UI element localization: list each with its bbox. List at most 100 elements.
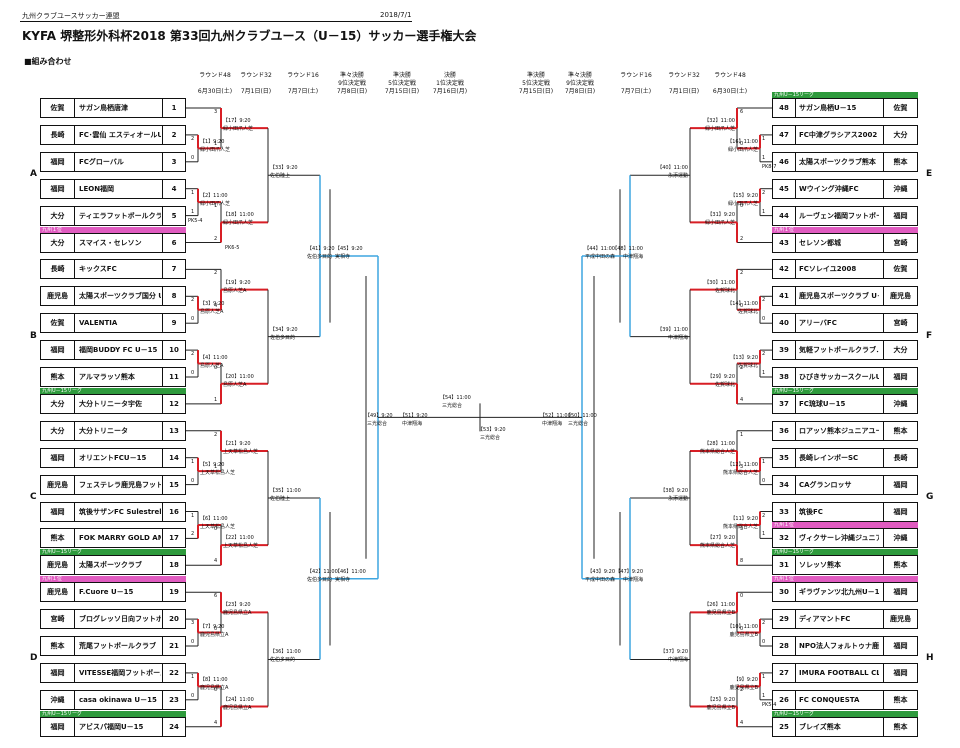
block-letter: E [926,169,933,180]
category-tag: 九州U－15リーグ [772,549,918,556]
round-sub: 9位決定戦 [338,80,366,87]
team-name: F.Cuore U－15 [79,588,134,597]
team-name: ブレイズ熊本 [799,722,841,731]
score: 6 [214,593,218,600]
score: 1 [762,154,766,161]
team-name: FCソレイユ2008 [799,265,857,274]
score: 0 [191,316,195,323]
team-name: ソレッソ熊本 [799,561,841,570]
team-name: 長崎レインボーSC [799,453,859,462]
match-venue: 永添運動 [667,173,688,180]
match-venue: 島原人芝A [200,308,224,315]
score: 2 [214,235,218,242]
block-letter: A [30,169,37,180]
team-seed: 15 [162,475,185,494]
score: 1 [191,189,195,196]
match-venue: 中津翔海 [622,576,643,583]
score: 1 [214,464,218,471]
match-venue: 緑小田爪人芝 [704,126,735,133]
match-label: 【6】11:00 [200,515,228,522]
score: 6 [740,109,744,115]
team-prefecture: 福岡 [41,448,75,467]
match-venue: 中津翔海 [402,421,423,428]
match-label: 【24】11:00 [223,696,254,703]
score: 2 [762,512,766,519]
team-name: casa okinawa U－15 [79,695,157,704]
score: 0 [740,593,744,600]
match-venue: 緑小田爪人芝 [200,201,231,208]
match-venue: 永添運動 [667,496,688,503]
team-seed: 48 [773,99,796,117]
score: 1 [762,458,766,465]
match-venue: 緑小田爪人芝 [200,147,231,154]
match-label: 【7】9:20 [200,623,225,630]
match-label: 【9】9:20 [733,677,758,684]
match-venue: 佐伯陸上 [270,173,291,180]
match-label: 【18】11:00 [223,212,254,219]
score: 8 [740,558,744,565]
team-seed: 21 [162,637,185,655]
score: 4 [740,396,744,403]
score: 2 [191,297,195,304]
team-name: 気軽フットボールクラブ．ミネルバ [799,346,879,355]
match-label: 【23】9:20 [223,602,251,609]
score: 1 [740,431,744,438]
team-name: 筑後サザンFC Sulestrela [79,507,161,516]
score: 0 [191,639,195,645]
team-row: 沖縄ヴィクサーレ沖縄ジュニアユース32 [772,528,918,549]
team-seed: 43 [773,233,796,252]
round-name: ラウンド48 [714,72,746,79]
score: 0 [191,370,195,376]
score: 0 [191,477,195,484]
team-prefecture: 沖縄 [41,690,75,709]
round-sub: 9位決定戦 [566,80,594,87]
score: 4 [740,719,744,726]
team-prefecture: 大分 [41,421,75,440]
match-label: 【5】9:20 [200,462,225,469]
match-label: 【50】11:00 [566,413,597,420]
team-seed: 5 [162,206,185,225]
score: 0 [740,625,744,632]
round-date: 6月30日(土) [197,88,233,95]
match-label: 【8】11:00 [200,677,228,684]
match-venue: 佐伯多目的 [270,657,296,664]
team-seed: 7 [162,260,185,279]
match-venue: 上天草松島人芝 [223,543,259,550]
score: 3 [214,109,218,115]
team-seed: 47 [773,125,796,144]
match-label: 【19】9:20 [223,279,251,286]
team-prefecture: 福岡 [41,502,75,521]
team-prefecture: 福岡 [41,152,75,171]
match-label: 【15】9:20 [730,193,758,200]
round-date: 7月1日(日) [240,88,272,95]
team-prefecture: 大分 [41,394,75,413]
match-venue: 実相寺 [335,253,351,260]
team-name: サガン鳥栖U－15 [799,104,857,112]
round-name: 決勝 [443,72,457,79]
third-place-label: 【53】9:20 [478,427,506,434]
match-label: 【29】9:20 [707,373,735,380]
match-venue: 中津翔海 [667,657,688,664]
score: 1 [762,135,766,142]
team-seed: 17 [162,529,185,548]
team-row: 福岡ルーヴェン福岡フットボールクラブ44 [772,205,918,226]
score: 1 [762,673,766,680]
match-venue: 緑小田爪人芝 [727,147,758,154]
match-venue: 平成中田の森 [584,576,615,583]
match-label: 【36】11:00 [270,649,301,656]
match-venue: 中津翔海 [667,334,688,341]
team-prefecture: 熊本 [883,152,917,171]
